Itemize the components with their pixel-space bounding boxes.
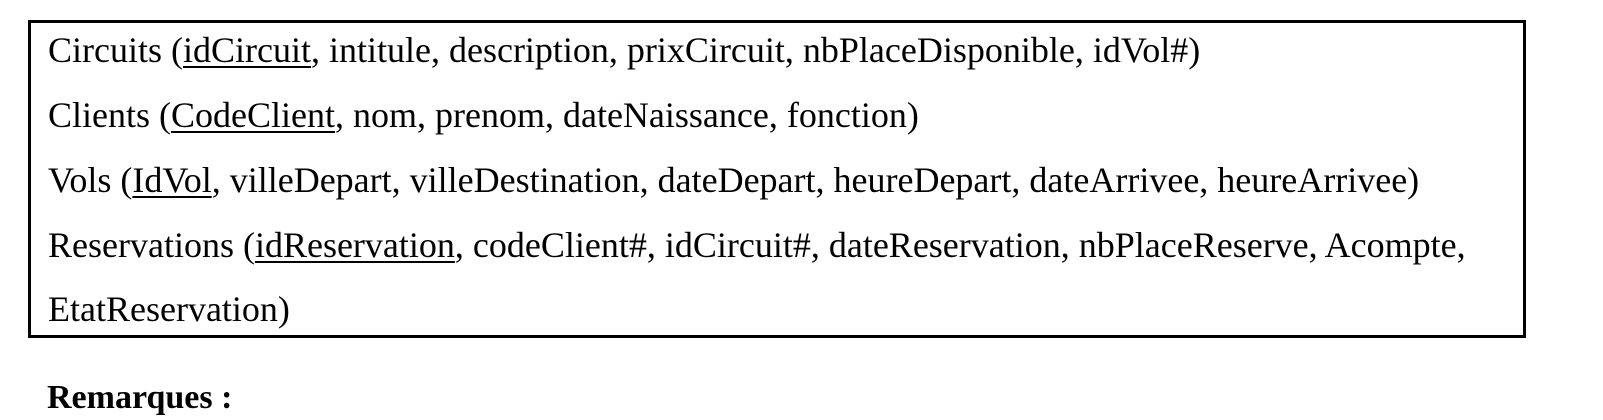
relation-name-vols: Vols ( xyxy=(48,160,133,200)
relation-name-reservations: Reservations ( xyxy=(48,225,255,265)
relation-attributes-clients: , nom, prenom, dateNaissance, fonction) xyxy=(335,95,919,135)
primary-key-idcircuit: idCircuit xyxy=(182,30,311,70)
remarks-heading: Remarques : xyxy=(47,379,233,416)
relation-name-circuits: Circuits ( xyxy=(48,30,183,70)
relation-attributes-circuits: , intitule, description, prixCircuit, nb… xyxy=(310,30,1201,70)
primary-key-codeclient: CodeClient xyxy=(171,95,335,135)
relation-circuits: Circuits (idCircuit, intitule, descripti… xyxy=(48,30,1200,70)
relation-attributes-reservations: , codeClient#, idCircuit#, dateReservati… xyxy=(454,225,1466,265)
relation-vols: Vols (IdVol, villeDepart, villeDestinati… xyxy=(48,160,1419,200)
relation-reservations: Reservations (idReservation, codeClient#… xyxy=(48,225,1466,265)
relation-attributes-vols: , villeDepart, villeDestination, dateDep… xyxy=(211,160,1420,200)
relational-schema-box: Circuits (idCircuit, intitule, descripti… xyxy=(28,20,1526,338)
relation-reservations-continuation: EtatReservation) xyxy=(48,289,290,329)
relation-name-clients: Clients ( xyxy=(48,95,171,135)
primary-key-idreservation: idReservation xyxy=(254,225,455,265)
relation-clients: Clients (CodeClient, nom, prenom, dateNa… xyxy=(48,95,919,135)
primary-key-idvol: IdVol xyxy=(132,160,212,200)
